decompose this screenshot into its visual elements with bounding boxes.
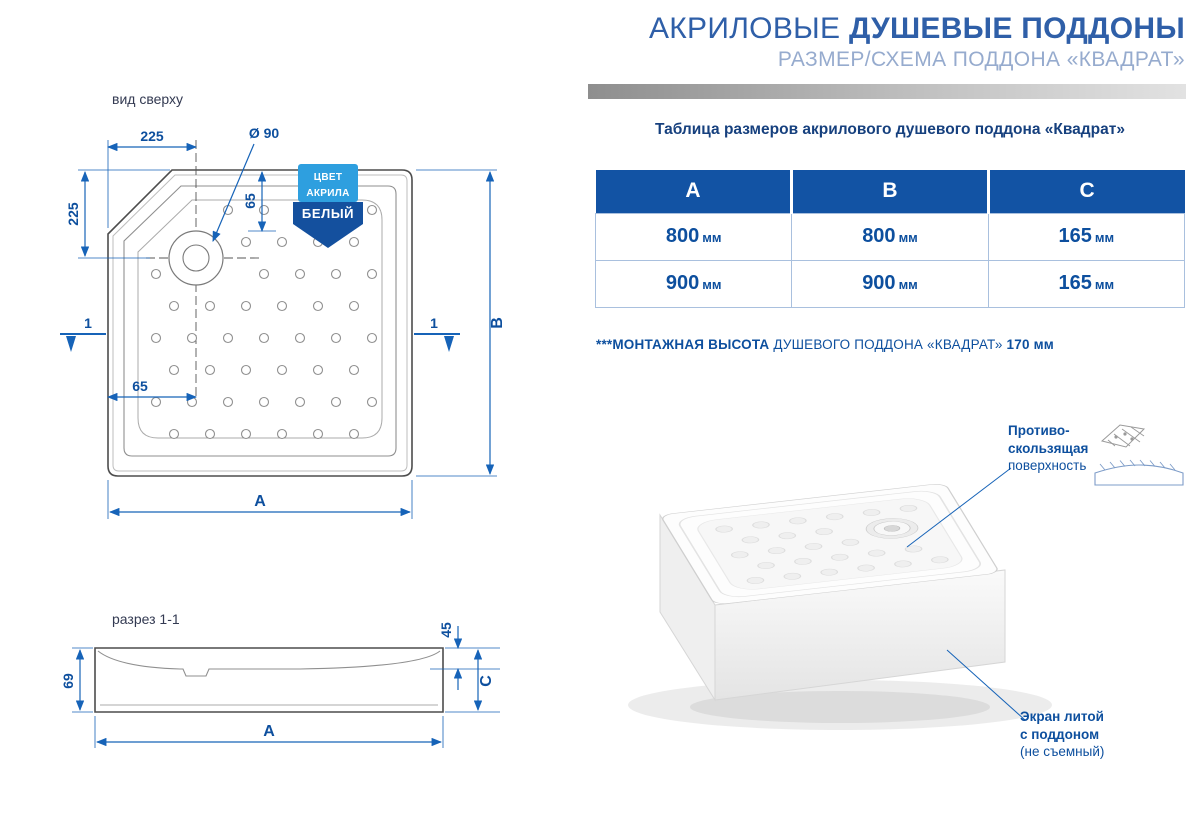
tray-shadow-inner	[690, 691, 990, 723]
divider-bar	[588, 84, 1186, 99]
profile-schematic	[1094, 459, 1184, 486]
table-header-b: B	[790, 170, 989, 214]
title-regular: АКРИЛОВЫЕ	[648, 12, 849, 45]
table-unit: мм	[1094, 230, 1115, 245]
annotation-antislip-line1: Противо-	[1008, 423, 1070, 438]
tag-line3: БЕЛЫЙ	[302, 206, 354, 221]
top-view-drawing: вид сверху 225 Ø 90 65	[60, 91, 506, 519]
top-view-label: вид сверху	[112, 91, 183, 107]
tray-outline	[107, 169, 413, 477]
dim-225-top: 225	[140, 128, 164, 144]
mounting-height-note: ***МОНТАЖНАЯ ВЫСОТА ДУШЕВОГО ПОДДОНА «КВ…	[596, 337, 1054, 352]
annotation-screen-line3: (не съемный)	[1020, 744, 1105, 760]
dim-45: 45	[438, 622, 454, 638]
section-view-label: разрез 1-1	[112, 611, 180, 627]
dim-65-horizontal: 65	[132, 378, 148, 394]
product-photo	[628, 424, 1184, 730]
table-unit: мм	[898, 277, 918, 292]
table-value: 900	[665, 272, 700, 294]
table-unit: мм	[1094, 277, 1115, 292]
dim-225-left: 225	[65, 202, 81, 226]
page-subtitle: РАЗМЕР/СХЕМА ПОДДОНА «КВАДРАТ»	[777, 48, 1185, 71]
table-header-row: A B C	[595, 170, 1185, 214]
leader-screen	[946, 649, 1026, 721]
table-unit: мм	[702, 277, 722, 292]
dim-height-b: B	[489, 317, 506, 329]
tag-line2: АКРИЛА	[306, 188, 349, 199]
tray-top-face	[662, 484, 998, 604]
dim-65-vertical: 65	[242, 193, 258, 209]
photo-antislip-dots	[715, 504, 949, 584]
section-basin-line	[97, 650, 441, 677]
tag-line1: ЦВЕТ	[314, 172, 343, 183]
note-regular: ДУШЕВОГО ПОДДОНА «КВАДРАТ»	[769, 337, 1007, 352]
table-value: 800	[862, 225, 896, 247]
table-unit: мм	[898, 230, 918, 245]
annotation-screen-line1: Экран литой	[1020, 709, 1104, 724]
table-unit: мм	[702, 230, 722, 245]
acrylic-color-tag: ЦВЕТ АКРИЛА БЕЛЫЙ	[293, 164, 363, 248]
dim-width-a: A	[254, 493, 266, 510]
texture-icon	[1100, 424, 1146, 448]
tray-rim-line	[112, 174, 408, 472]
annotation-antislip-line3: поверхность	[1008, 458, 1087, 474]
annotation-screen: Экран литой с поддоном (не съемный)	[1020, 708, 1104, 761]
dim-section-width-a: A	[263, 723, 275, 740]
header: АКРИЛОВЫЕ ДУШЕВЫЕ ПОДДОНЫ РАЗМЕР/СХЕМА П…	[649, 12, 1185, 72]
section-arrow-right	[444, 336, 454, 352]
table-value: 800	[665, 225, 700, 247]
dim-diameter: Ø 90	[249, 125, 280, 141]
tag-top	[298, 164, 358, 202]
section-mark-left: 1	[84, 315, 92, 331]
title-bold: ДУШЕВЫЕ ПОДДОНЫ	[848, 12, 1185, 45]
table-value: 165	[1058, 272, 1092, 294]
technical-drawings: вид сверху 225 Ø 90 65	[60, 91, 506, 748]
tray-floor-edge	[137, 199, 383, 439]
note-bold-1: ***МОНТАЖНАЯ ВЫСОТА	[596, 337, 770, 352]
table-heading: Таблица размеров акрилового душевого под…	[655, 121, 1125, 138]
annotation-antislip-line2: скользящая	[1008, 440, 1089, 456]
tray-inner-rim	[123, 185, 397, 457]
page-title: АКРИЛОВЫЕ ДУШЕВЫЕ ПОДДОНЫ	[649, 12, 1185, 46]
dim-c: C	[478, 675, 495, 687]
section-outline	[94, 647, 444, 713]
drain-circle-inner	[182, 244, 210, 272]
annotation-screen-line2: с поддоном	[1020, 726, 1100, 742]
tag-band	[293, 202, 363, 224]
section-view-drawing: разрез 1-1 69 45 C A	[60, 611, 500, 748]
section-mark-right: 1	[430, 315, 438, 331]
table-value: 900	[862, 272, 896, 294]
table-header-c: C	[986, 170, 1185, 214]
tag-pennant	[293, 224, 363, 248]
leader-antislip	[906, 467, 1012, 548]
dim-69: 69	[60, 673, 76, 689]
table-header-a: A	[595, 170, 792, 214]
table-value: 165	[1058, 225, 1092, 247]
section-arrow-left	[66, 336, 76, 352]
photo-drain-center	[883, 525, 901, 532]
drain-circle	[168, 230, 224, 286]
annotation-antislip: Противо- скользящая поверхность	[1008, 422, 1088, 475]
note-bold-2: 170 мм	[1006, 337, 1054, 352]
